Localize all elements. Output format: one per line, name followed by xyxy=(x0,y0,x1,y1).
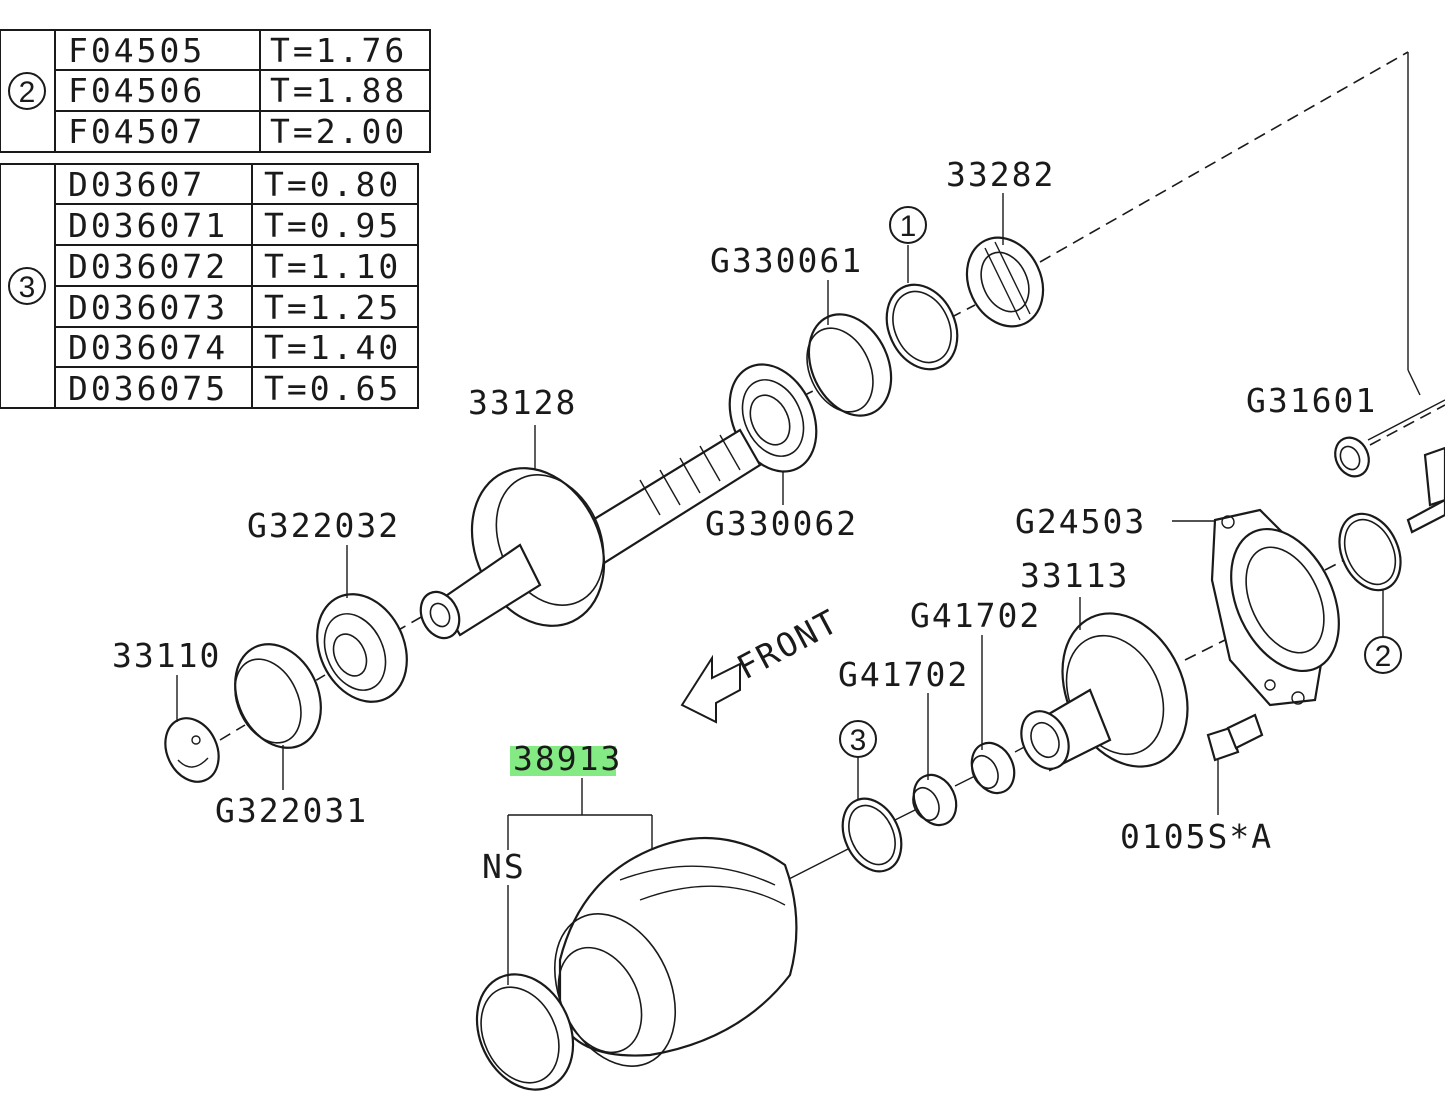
part-label-G330062: G330062 xyxy=(705,504,858,543)
part-G322031-race xyxy=(234,643,322,749)
part-G41702-needle-bearing-lower xyxy=(912,773,958,827)
part-labels: 33282 G330061 33128 G330062 G31601 G3220… xyxy=(112,155,1377,886)
part-NS-ring xyxy=(475,973,575,1091)
part-label-33128: 33128 xyxy=(468,383,577,422)
part-G322032-bearing xyxy=(316,593,408,703)
part-label-G41702-lower: G41702 xyxy=(838,655,969,694)
ref-circle-1 xyxy=(889,206,927,244)
highlight-38913 xyxy=(510,746,616,776)
part-33110-plate xyxy=(164,717,220,783)
table-cell-thickness: T=1.10 xyxy=(264,247,401,286)
table-cell-thickness: T=1.76 xyxy=(270,31,407,70)
part-33113-gear xyxy=(1020,612,1189,772)
ref-circle-3-diagram xyxy=(839,720,877,758)
ref-circle-2-diagram-label: 2 xyxy=(1375,640,1392,673)
part-G24503-housing xyxy=(1210,508,1340,707)
part-label-33282: 33282 xyxy=(946,155,1055,194)
part-label-G41702-upper: G41702 xyxy=(910,596,1041,635)
table-cell-thickness: T=0.95 xyxy=(264,206,401,245)
shim-table-2: 2 F04505 T=1.76 F04506 T=1.88 F04507 T=2… xyxy=(0,29,431,153)
table-cell-part: D036074 xyxy=(68,328,228,367)
table-cell-part: D03607 xyxy=(68,165,205,204)
shim-table-3: 3 D03607 T=0.80 D036071 T=0.95 D036072 T… xyxy=(0,163,419,409)
ref-circle-1-label: 1 xyxy=(900,210,917,243)
ref-circle-3-diagram-label: 3 xyxy=(850,724,867,757)
part-label-0105SA: 0105S*A xyxy=(1120,817,1273,856)
part-right-edge-fitting xyxy=(1406,446,1445,534)
table-cell-part: D036072 xyxy=(68,247,228,286)
part-33282-bearing xyxy=(965,236,1045,328)
table-cell-part: F04506 xyxy=(68,71,205,110)
table-cell-thickness: T=0.65 xyxy=(264,369,401,408)
table-cell-part: D036073 xyxy=(68,288,228,327)
ref-circle-group: 1 3 2 xyxy=(839,206,1402,758)
part-label-G24503: G24503 xyxy=(1015,502,1146,541)
table-cell-thickness: T=2.00 xyxy=(270,112,407,151)
table-cell-thickness: T=1.40 xyxy=(264,328,401,367)
ref-circle-2 xyxy=(8,72,46,110)
part-label-NS: NS xyxy=(482,847,526,886)
table-cell-part: F04507 xyxy=(68,112,205,151)
part-label-G322031: G322031 xyxy=(215,791,368,830)
leader-lines xyxy=(176,193,1445,985)
part-0105SA-bolt xyxy=(1206,713,1264,762)
front-label: FRONT xyxy=(730,601,845,687)
part-label-G31601: G31601 xyxy=(1246,381,1377,420)
table-cell-part: F04505 xyxy=(68,31,205,70)
table-cell-part: D036075 xyxy=(68,369,228,408)
part-snap-ring-1 xyxy=(885,283,959,371)
ref-circle-3 xyxy=(8,267,46,305)
part-G31601-bushing xyxy=(1334,436,1370,478)
part-label-33113: 33113 xyxy=(1020,556,1129,595)
table-cell-thickness: T=1.25 xyxy=(264,288,401,327)
part-label-G322032: G322032 xyxy=(247,506,400,545)
part-G41702-needle-bearing-upper xyxy=(970,741,1016,795)
ref-circle-3-label: 3 xyxy=(19,271,36,304)
part-shim-3 xyxy=(841,797,903,873)
ref-circle-2-diagram xyxy=(1364,636,1402,674)
part-label-38913: 38913 xyxy=(513,739,622,778)
table-cell-part: D036071 xyxy=(68,206,228,245)
table-cell-thickness: T=0.80 xyxy=(264,165,401,204)
table-cell-thickness: T=1.88 xyxy=(270,71,407,110)
ref-circle-2-label: 2 xyxy=(19,76,36,109)
part-label-G330061: G330061 xyxy=(710,241,863,280)
front-direction-arrow: FRONT xyxy=(680,601,845,724)
part-label-33110: 33110 xyxy=(112,636,221,675)
part-snap-ring-2 xyxy=(1338,512,1402,592)
part-33128-shaft xyxy=(419,428,762,640)
